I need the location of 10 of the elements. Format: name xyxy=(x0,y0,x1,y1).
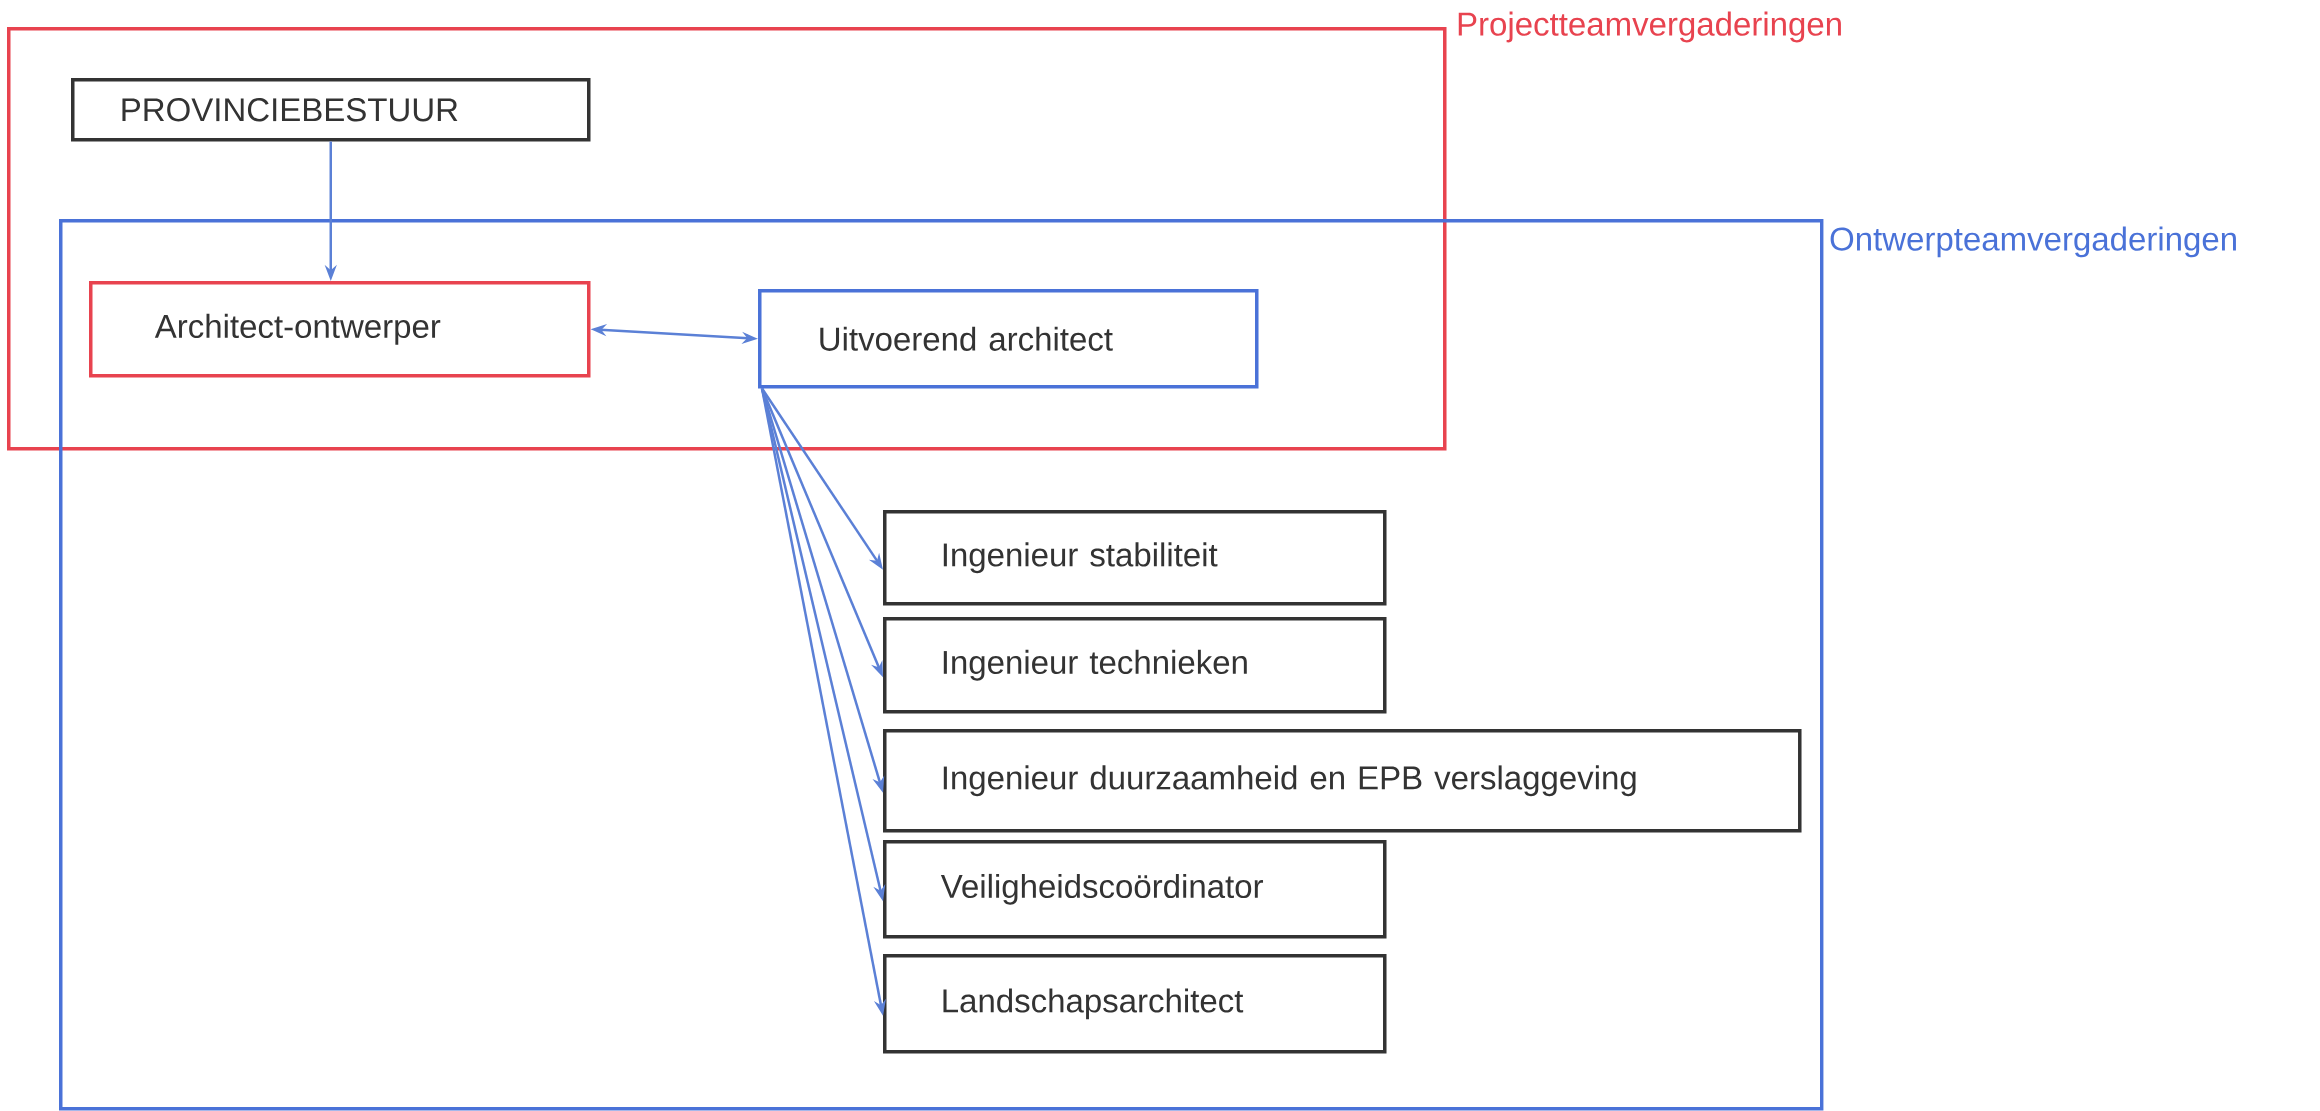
role-box: Ingenieur stabiliteit xyxy=(883,510,1387,606)
node-label: Projectteamvergaderingen xyxy=(1458,11,1841,43)
role-box: PROVINCIEBESTUUR xyxy=(71,78,591,142)
role-box: Uitvoerend architect xyxy=(758,289,1259,389)
role-box: Veiligheidscoördinator xyxy=(883,840,1387,939)
node-label: Ontwerpteamvergaderingen xyxy=(1830,226,2236,258)
role-box: Ingenieur technieken xyxy=(883,617,1387,714)
role-box: Ingenieur duurzaamheid en EPB verslaggeving xyxy=(883,729,1802,833)
role-box: Landschapsarchitect xyxy=(883,954,1387,1054)
role-box: Architect-ontwerper xyxy=(89,281,591,378)
